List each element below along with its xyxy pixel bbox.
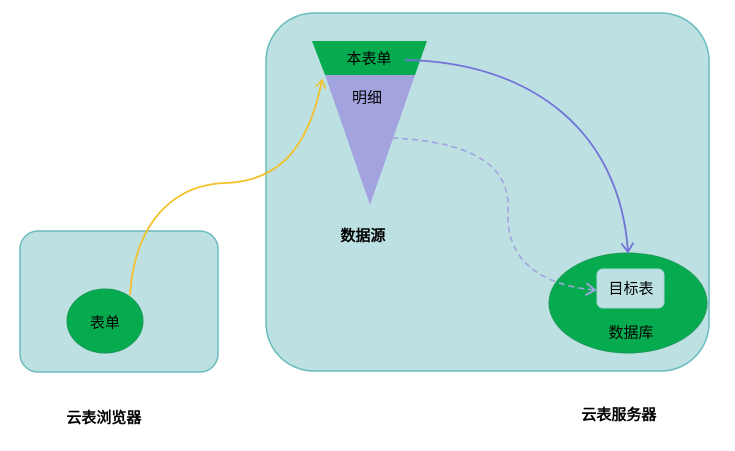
this-form-label: 本表单 [346, 49, 392, 68]
target-table-label: 目标表 [608, 279, 654, 298]
server-caption: 云表服务器 [581, 405, 657, 424]
target-table-box [596, 268, 665, 309]
this-form-band [312, 41, 427, 75]
database-label: 数据库 [608, 323, 654, 342]
detail-to-target-arrow [391, 137, 597, 296]
form-label: 表单 [89, 313, 121, 332]
detail-funnel [325, 75, 415, 205]
save-to-database-arrow [404, 59, 635, 254]
datasource-label: 数据源 [340, 226, 386, 245]
browser-caption: 云表浏览器 [66, 408, 142, 427]
form-submit-arrow [129, 78, 327, 296]
detail-label: 明细 [351, 88, 383, 107]
form-node [66, 288, 144, 354]
